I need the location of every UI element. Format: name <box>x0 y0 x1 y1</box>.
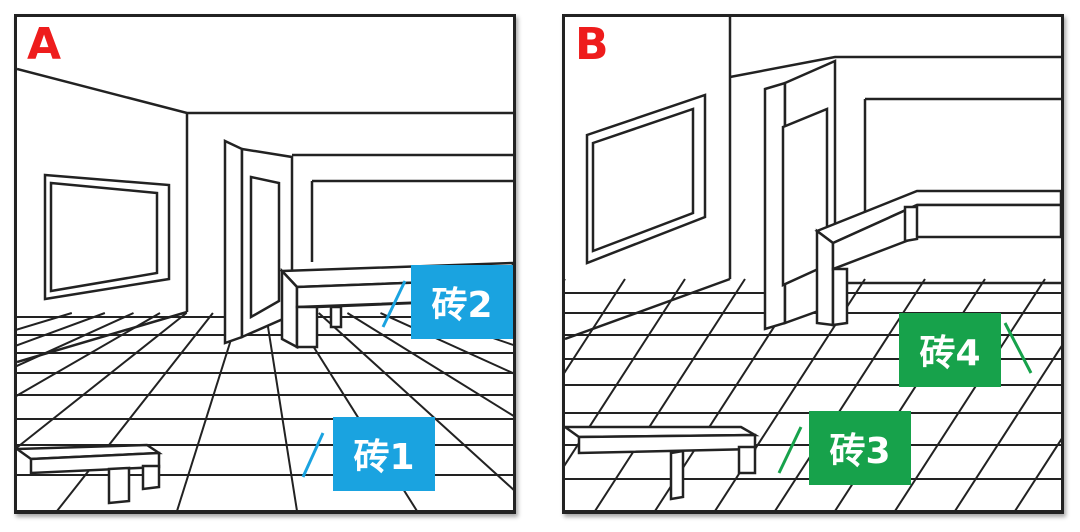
floor-line <box>56 312 214 511</box>
room-walls-a <box>17 67 513 505</box>
panel-b: B 砖4 砖3 <box>562 14 1064 514</box>
panel-a: A 砖2 砖1 <box>14 14 516 514</box>
floor-line <box>17 312 188 449</box>
floor-line <box>380 312 513 375</box>
room-walls-b <box>565 17 1061 501</box>
tile-label-2: 砖2 <box>411 265 513 339</box>
room-drawing-b <box>565 17 1061 511</box>
floor-line <box>264 312 298 511</box>
floor-line <box>565 278 626 374</box>
floor-line <box>346 312 513 417</box>
floor-line <box>954 345 1061 511</box>
tile-label-4: 砖4 <box>899 313 1001 387</box>
floor-line <box>17 312 161 397</box>
room-drawing-a <box>17 67 513 511</box>
panel-letter: A <box>27 19 62 70</box>
floor-line <box>17 312 134 367</box>
tile-label-1: 砖1 <box>333 417 435 491</box>
floor-line <box>1014 438 1061 511</box>
tile-label-3: 砖3 <box>809 411 911 485</box>
floor-line <box>894 278 1046 511</box>
panel-letter: B <box>575 19 609 70</box>
floor-line <box>565 278 686 467</box>
floor-line <box>594 278 746 511</box>
floor-line <box>318 312 513 491</box>
floor-grid-a <box>17 312 513 511</box>
floor-line <box>176 312 241 511</box>
